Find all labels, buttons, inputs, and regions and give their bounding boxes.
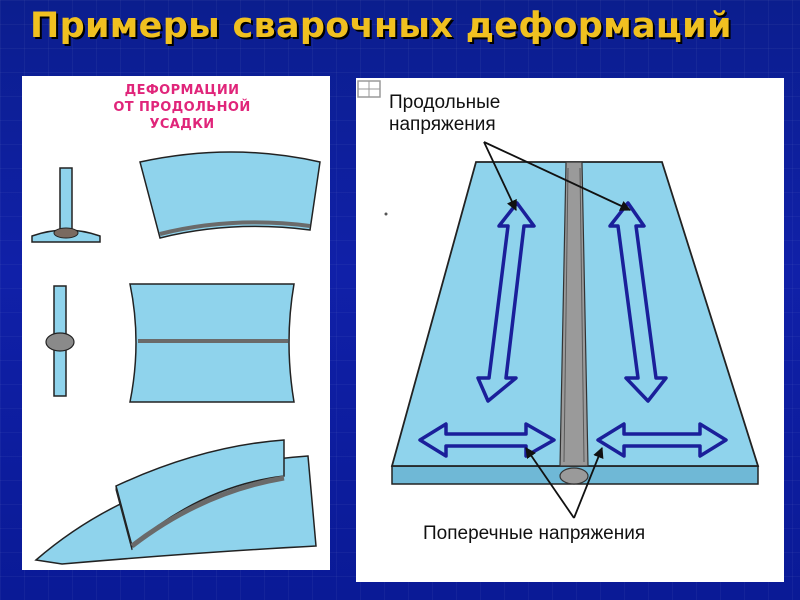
bent-t-beam — [34, 439, 317, 565]
longitudinal-stress-arrow-left — [476, 201, 536, 403]
t-joint-cross-section — [31, 167, 101, 243]
heading-line-3: УСАДКИ — [149, 117, 215, 132]
transverse-stress-arrow-right — [596, 422, 728, 458]
longitudinal-stress-label: Продольные напряжения — [389, 92, 500, 136]
left-diagram-panel: ДЕФОРМАЦИИ ОТ ПРОДОЛЬНОЙ УСАДКИ — [22, 76, 330, 570]
transverse-stress-label: Поперечные напряжения — [423, 523, 646, 544]
bent-plate-arc — [139, 151, 321, 239]
leader-lines — [483, 141, 631, 519]
heading-line-2: ОТ ПРОДОЛЬНОЙ — [113, 100, 251, 115]
heading-line-1: ДЕФОРМАЦИИ — [124, 83, 240, 98]
longitudinal-label-line-2: напряжения — [389, 114, 496, 135]
slide-title: Примеры сварочных деформаций — [30, 6, 732, 46]
butt-joint-cross-section — [45, 285, 75, 397]
longitudinal-stress-arrow-right — [608, 201, 668, 403]
right-diagram-svg — [384, 141, 760, 519]
watermark-icon — [357, 80, 381, 98]
waisted-plate — [129, 283, 295, 403]
left-panel-heading: ДЕФОРМАЦИИ ОТ ПРОДОЛЬНОЙ УСАДКИ — [72, 82, 292, 133]
weld-seam — [559, 161, 589, 485]
left-diagram-svg — [31, 151, 321, 565]
longitudinal-label-line-1: Продольные — [389, 92, 501, 113]
right-diagram-panel: Продольные напряжения Поперечные напряже… — [356, 78, 784, 582]
speck-dot — [384, 212, 388, 216]
transverse-stress-arrow-left — [418, 422, 556, 458]
